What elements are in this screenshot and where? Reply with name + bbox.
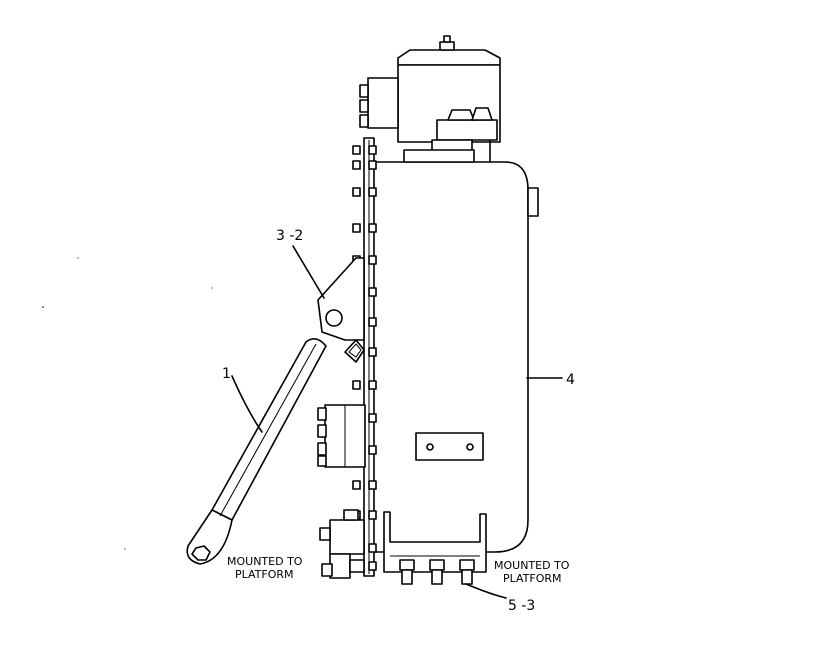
bolt-head [368, 380, 377, 390]
bolt-head [352, 187, 361, 197]
note-right-line1: MOUNTED TO [494, 559, 570, 572]
note-left-line1: MOUNTED TO [227, 555, 303, 568]
bolt-head [368, 145, 377, 155]
bolt-head [368, 413, 377, 423]
bolt-head [352, 160, 361, 170]
callout-4: 4 [566, 372, 575, 388]
callout-1: 1 [222, 366, 231, 382]
bolt-head [368, 561, 377, 571]
top-housing [359, 35, 501, 163]
note-right-line2: PLATFORM [503, 572, 562, 585]
note-left-line2: PLATFORM [235, 568, 294, 581]
bolt-head [352, 223, 361, 233]
rod-bracket [317, 257, 365, 363]
bolt-head [368, 223, 377, 233]
bolt-head [368, 543, 377, 553]
leader-lines [231, 245, 563, 599]
bolt-head [352, 480, 361, 490]
lower-fittings [319, 509, 365, 579]
mounting-flange [363, 137, 375, 577]
strut-rod [186, 338, 327, 565]
bolt-head [368, 445, 377, 455]
bolt-head [368, 480, 377, 490]
callout-3-2: 3 -2 [276, 228, 303, 244]
bolt-head [368, 255, 377, 265]
callout-5-3: 5 -3 [508, 598, 535, 614]
valve-block [317, 404, 366, 468]
bolt-head [368, 317, 377, 327]
bolt-head [368, 347, 377, 357]
bolt-head [368, 160, 377, 170]
bolt-head [352, 380, 361, 390]
bottom-bracket [383, 511, 487, 585]
bolt-head [368, 510, 377, 520]
bolt-head [352, 145, 361, 155]
bolt-head [368, 187, 377, 197]
tank-body [371, 161, 539, 553]
stray-dots [42, 257, 213, 550]
bolt-head [368, 287, 377, 297]
